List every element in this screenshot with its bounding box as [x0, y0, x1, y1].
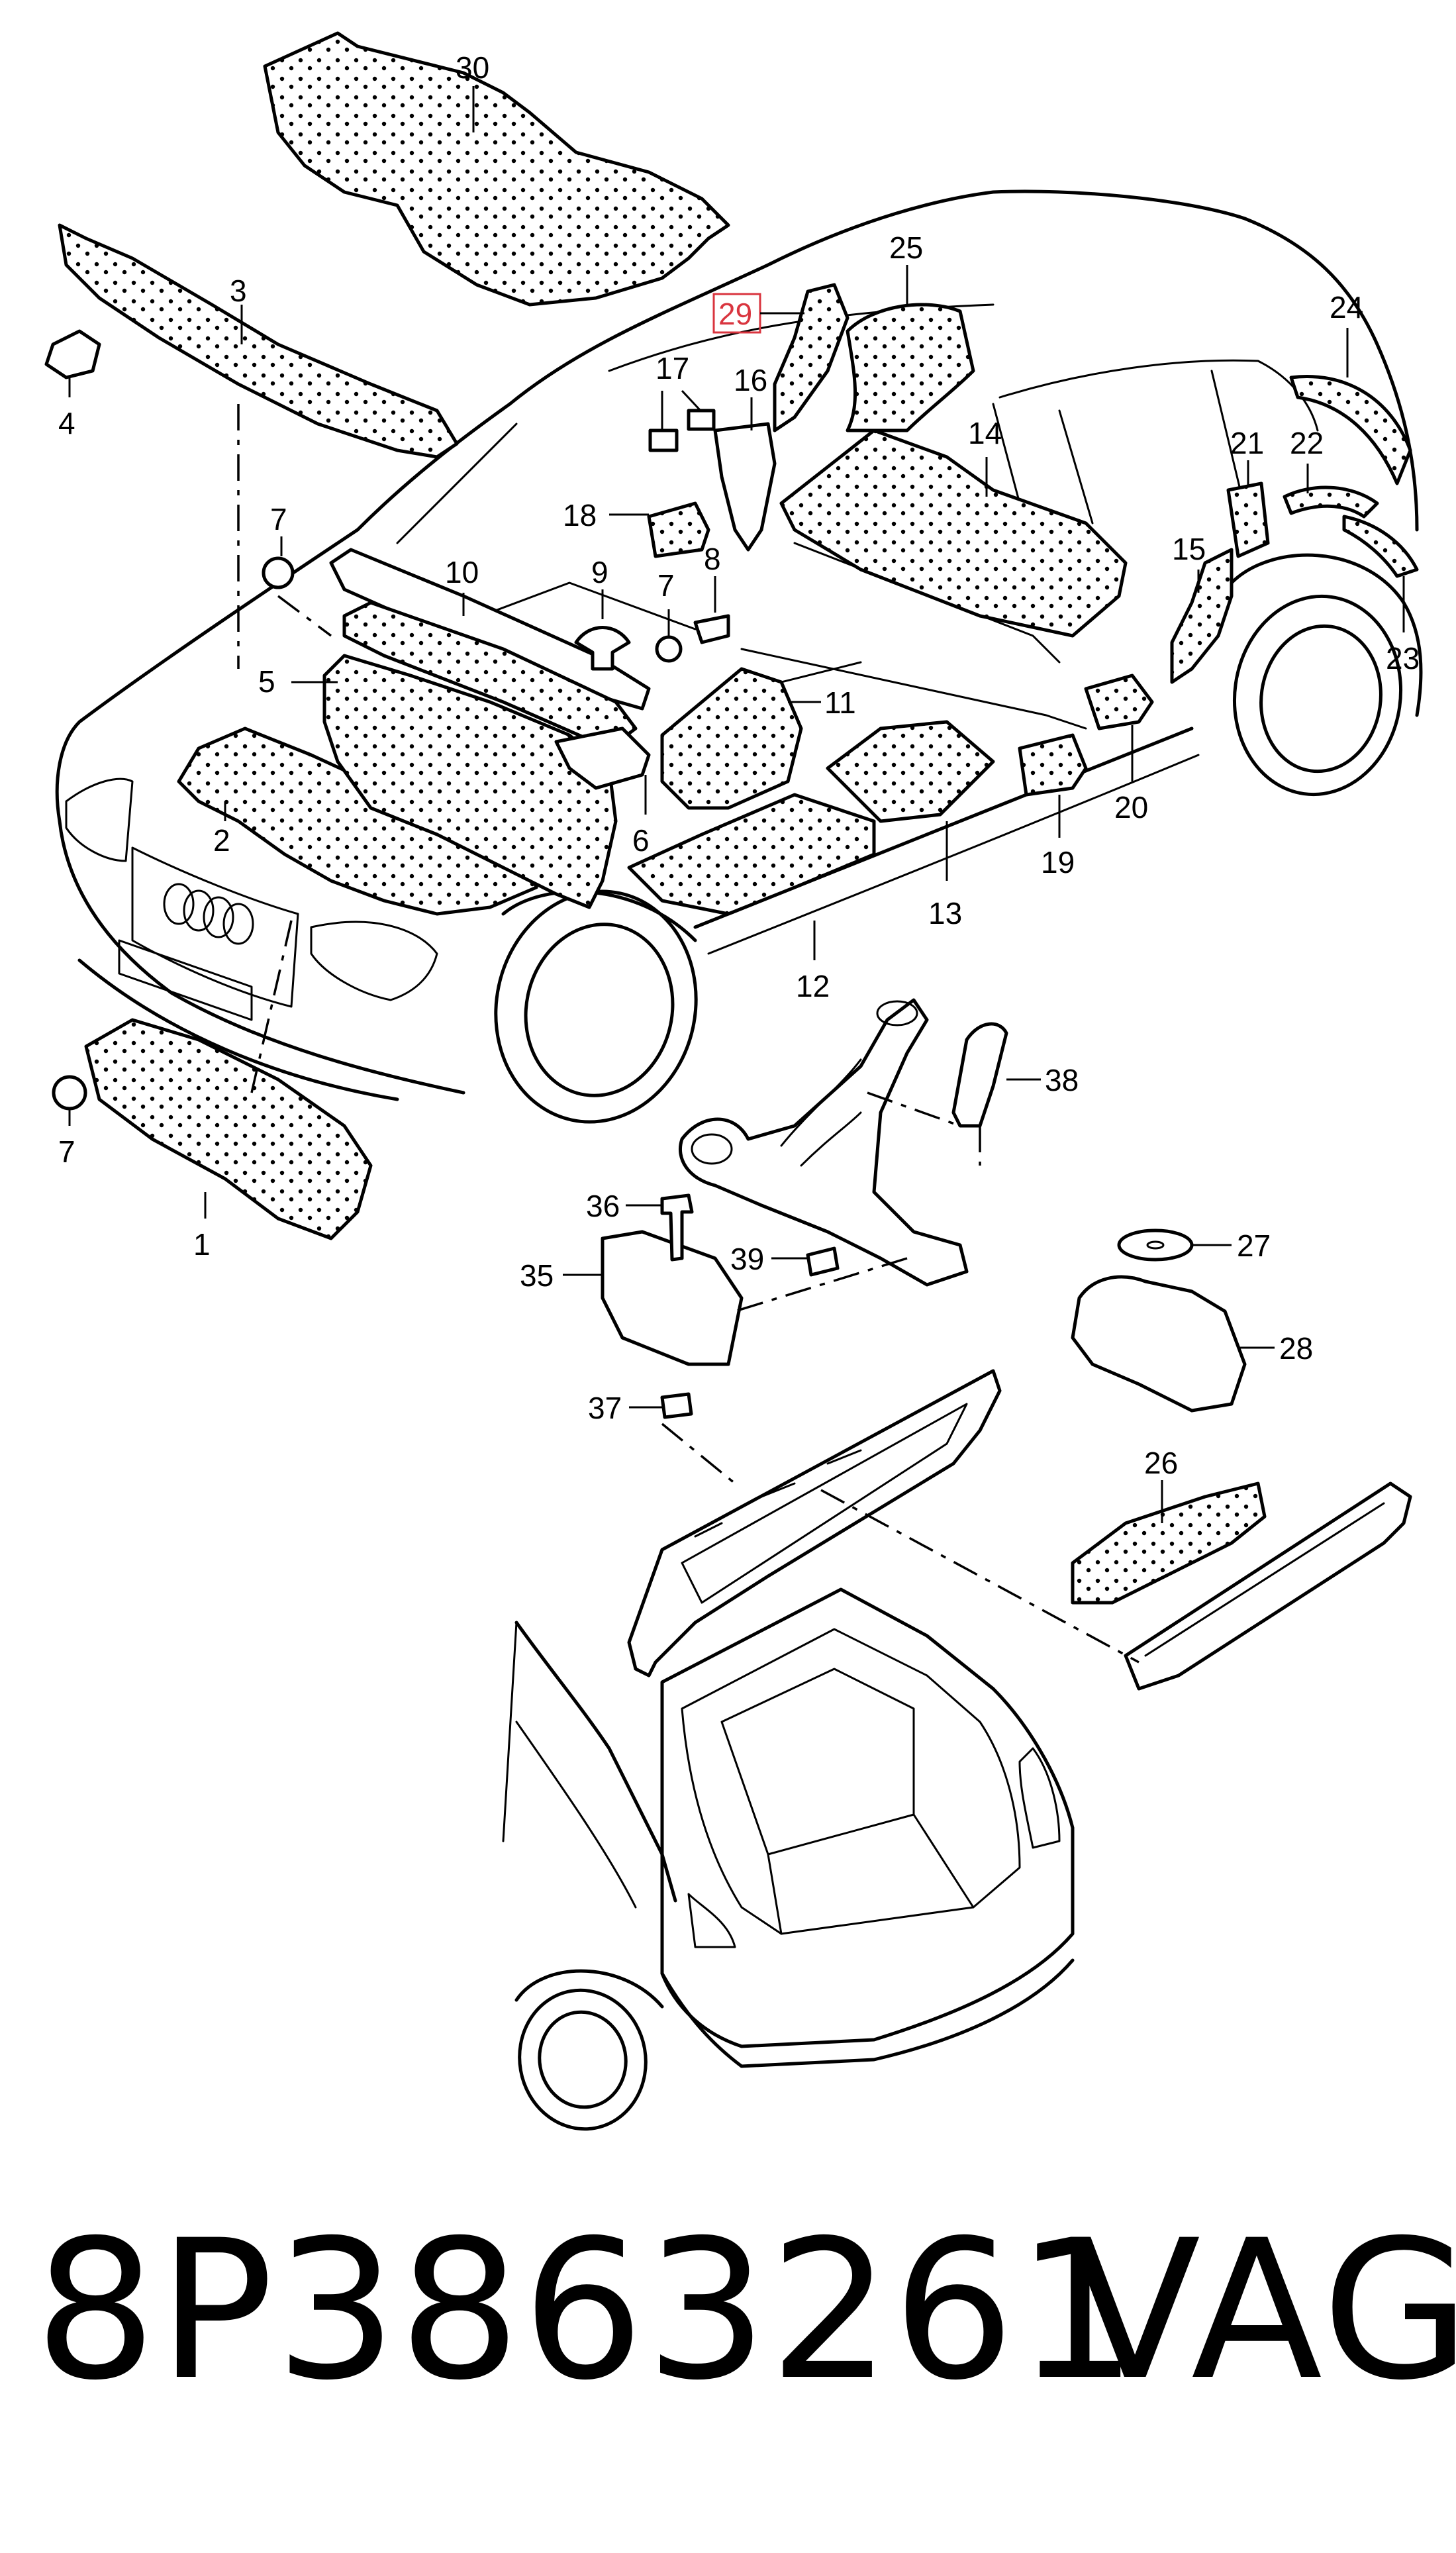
control-arm-group — [678, 998, 1008, 1287]
part-22-arch-strip — [1283, 485, 1379, 519]
rear-car-outline — [502, 1369, 1075, 2131]
part-7-clip-a — [262, 556, 295, 589]
part-11-tunnel-mat — [660, 667, 803, 810]
callout-7-c: 7 — [58, 1134, 75, 1169]
part-19-foam-block — [1018, 733, 1088, 797]
callout-35: 35 — [520, 1258, 554, 1293]
part-39-nut — [806, 1246, 840, 1277]
rear-wheel — [1230, 553, 1423, 797]
callout-27: 27 — [1237, 1228, 1271, 1263]
callout-10: 10 — [445, 555, 479, 589]
part-38-ball-joint — [951, 1022, 1008, 1128]
audi-logo — [163, 883, 254, 945]
part-24-arch-liner — [1289, 375, 1412, 485]
part-4-bracket — [44, 329, 101, 379]
part-36-bolt — [660, 1193, 694, 1262]
callout-36: 36 — [586, 1189, 620, 1223]
brand-label: VAG — [1069, 2199, 1456, 2423]
front-wheel — [494, 889, 698, 1124]
part-13-floor-mat — [826, 720, 995, 823]
callout-4: 4 — [58, 406, 75, 440]
callout-24: 24 — [1330, 290, 1363, 325]
part-27-washer — [1117, 1228, 1194, 1262]
callout-7-a: 7 — [270, 502, 287, 536]
callout-2: 2 — [213, 823, 230, 858]
callout-25: 25 — [889, 230, 923, 265]
callout-9: 9 — [591, 555, 608, 589]
part-37-nut — [660, 1392, 693, 1419]
part-29-pillar-insulation — [773, 283, 849, 432]
callout-12: 12 — [796, 969, 830, 1003]
guide-lines — [237, 404, 1140, 1664]
car-body-outline — [55, 189, 1423, 1124]
callout-26: 26 — [1144, 1446, 1178, 1480]
callout-23: 23 — [1386, 641, 1420, 676]
callout-17: 17 — [655, 351, 689, 385]
callout-18: 18 — [563, 498, 597, 532]
part-7-clip-c — [52, 1075, 87, 1111]
part-28-bracket — [1071, 1275, 1247, 1413]
callout-5: 5 — [258, 664, 275, 699]
callout-13: 13 — [928, 896, 962, 930]
part-3-bulkhead-strip — [58, 223, 459, 459]
part-23-arch-strip — [1342, 515, 1419, 578]
part-26-pad — [1071, 1481, 1267, 1605]
part-7-clip-b — [655, 635, 683, 663]
callout-38: 38 — [1045, 1063, 1079, 1097]
callout-30: 30 — [456, 50, 489, 85]
part-17-clip-a — [648, 428, 679, 452]
part-30-floor-insulation — [263, 31, 730, 307]
part-15-wheelarch-mat — [1170, 548, 1234, 684]
part-9-rivet — [574, 626, 631, 671]
part-17-clip-b — [687, 409, 716, 431]
callout-21: 21 — [1230, 426, 1264, 460]
part-6-cap-strip — [554, 726, 651, 790]
part-8-plug — [693, 614, 730, 644]
part-26-sill-trim — [1124, 1481, 1412, 1691]
callout-20: 20 — [1114, 790, 1148, 825]
callouts: 1 2 3 4 5 6 7 7 7 8 9 10 11 — [58, 50, 1420, 1523]
callout-19: 19 — [1041, 845, 1075, 879]
callout-11: 11 — [824, 685, 856, 720]
callout-16: 16 — [734, 363, 767, 397]
callout-28: 28 — [1279, 1331, 1313, 1366]
part-35-heat-shield — [601, 1230, 744, 1366]
callout-7-b: 7 — [657, 568, 675, 603]
callout-6: 6 — [632, 823, 650, 858]
callout-15: 15 — [1172, 532, 1206, 566]
part-number: 8P3863261 — [34, 2199, 1140, 2423]
part-16-pillar-pad — [713, 422, 777, 552]
part-2-hood-insulation — [177, 726, 538, 916]
callout-22: 22 — [1290, 426, 1324, 460]
part-12-front-floor-mat — [627, 793, 876, 916]
callout-37: 37 — [588, 1391, 622, 1425]
part-21-foam-block — [1226, 481, 1270, 558]
part-14-rear-floor-mat — [779, 428, 1128, 638]
part-25-arch-liner — [846, 303, 975, 432]
part-5-firewall-mat — [322, 654, 618, 909]
part-18-foam-block — [647, 501, 710, 558]
part-1-front-insulation — [84, 1018, 373, 1240]
callout-8: 8 — [704, 542, 721, 576]
callout-14: 14 — [968, 416, 1002, 450]
callout-29: 29 — [718, 297, 752, 331]
part-20-foam-block — [1084, 674, 1154, 730]
callout-3: 3 — [230, 274, 247, 308]
callout-1: 1 — [193, 1227, 211, 1262]
callout-39: 39 — [730, 1242, 764, 1276]
